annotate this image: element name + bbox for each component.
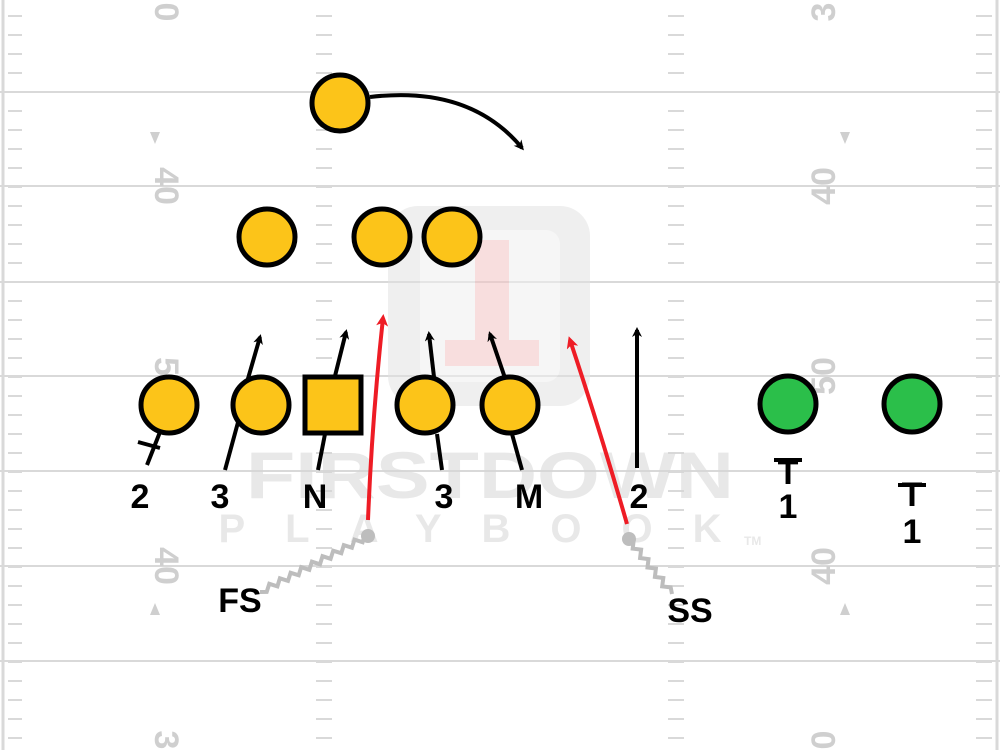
- free-safety-blitz-arrow: [366, 314, 389, 521]
- nose-line: [316, 433, 327, 471]
- watermark-tm: TM: [744, 534, 761, 548]
- receiver1-tech-t: T: [778, 454, 799, 492]
- left-end: [138, 374, 200, 436]
- right-tackle-label: 3: [435, 478, 454, 516]
- yard-arrow: [840, 132, 850, 144]
- receiver1-tech-num: 1: [779, 488, 798, 526]
- nose-arrow: [333, 329, 350, 377]
- right-tackle: [394, 374, 456, 436]
- watermark-text: PLAYBOOK: [218, 507, 761, 551]
- yard-arrow: [150, 603, 160, 615]
- yard-arrow: [840, 603, 850, 615]
- yard-numbers-right: 3 40 50 40 0: [805, 3, 850, 750]
- yard-number: 40: [805, 547, 843, 585]
- labels: 2 3 N 3 M 2 FS SS T 1 T 1: [131, 454, 923, 630]
- mike-linebacker: [479, 374, 541, 436]
- technique-lines: [137, 93, 926, 487]
- receiver2-tech-t: T: [902, 476, 923, 514]
- backfield-player-right: [421, 206, 483, 268]
- receiver-2: [881, 373, 943, 435]
- yard-number: 40: [147, 547, 185, 585]
- yard-number: 0: [805, 731, 843, 750]
- right-end-label: 2: [630, 478, 649, 516]
- yard-number: 40: [147, 167, 185, 205]
- nose-tackle: [302, 374, 364, 436]
- left-tackle-arrow: [245, 334, 263, 383]
- free-safety-dot: [361, 529, 375, 543]
- strong-safety-label: SS: [667, 592, 712, 630]
- left-end-label: 2: [131, 478, 150, 516]
- strong-safety-blitz-arrow: [566, 336, 629, 525]
- mike-line: [510, 433, 524, 471]
- mike-arrow: [487, 331, 507, 379]
- yard-number: 40: [805, 167, 843, 205]
- right-tackle-arrow: [424, 331, 436, 378]
- mike-label: M: [515, 478, 543, 516]
- left-end-tech-line: [145, 431, 162, 466]
- yard-number: 3: [147, 731, 185, 750]
- backfield-player-left: [236, 206, 298, 268]
- motion-arrow: [369, 93, 524, 151]
- players: [138, 72, 943, 436]
- pressure-arrows: [366, 314, 629, 525]
- strong-safety-path: [628, 537, 674, 595]
- receiver-1: [757, 373, 819, 435]
- yard-number: 3: [805, 3, 843, 22]
- yard-arrow: [150, 132, 160, 144]
- safety-paths: [259, 529, 674, 595]
- hash-marks: [8, 15, 992, 739]
- free-safety-label: FS: [218, 582, 261, 620]
- receiver2-tech-num: 1: [903, 513, 922, 551]
- left-tackle: [230, 374, 292, 436]
- watermark-text: FIRSTDOWN: [246, 438, 734, 512]
- motion-player: [309, 72, 371, 134]
- nose-label: N: [303, 478, 328, 516]
- backfield-player-center: [351, 206, 413, 268]
- right-tackle-line: [435, 433, 444, 471]
- left-end-tech-cap: [137, 440, 161, 450]
- yard-number: 0: [147, 3, 185, 22]
- strong-safety-dot: [622, 532, 636, 546]
- free-safety-path: [259, 530, 370, 594]
- left-tackle-label: 3: [211, 478, 230, 516]
